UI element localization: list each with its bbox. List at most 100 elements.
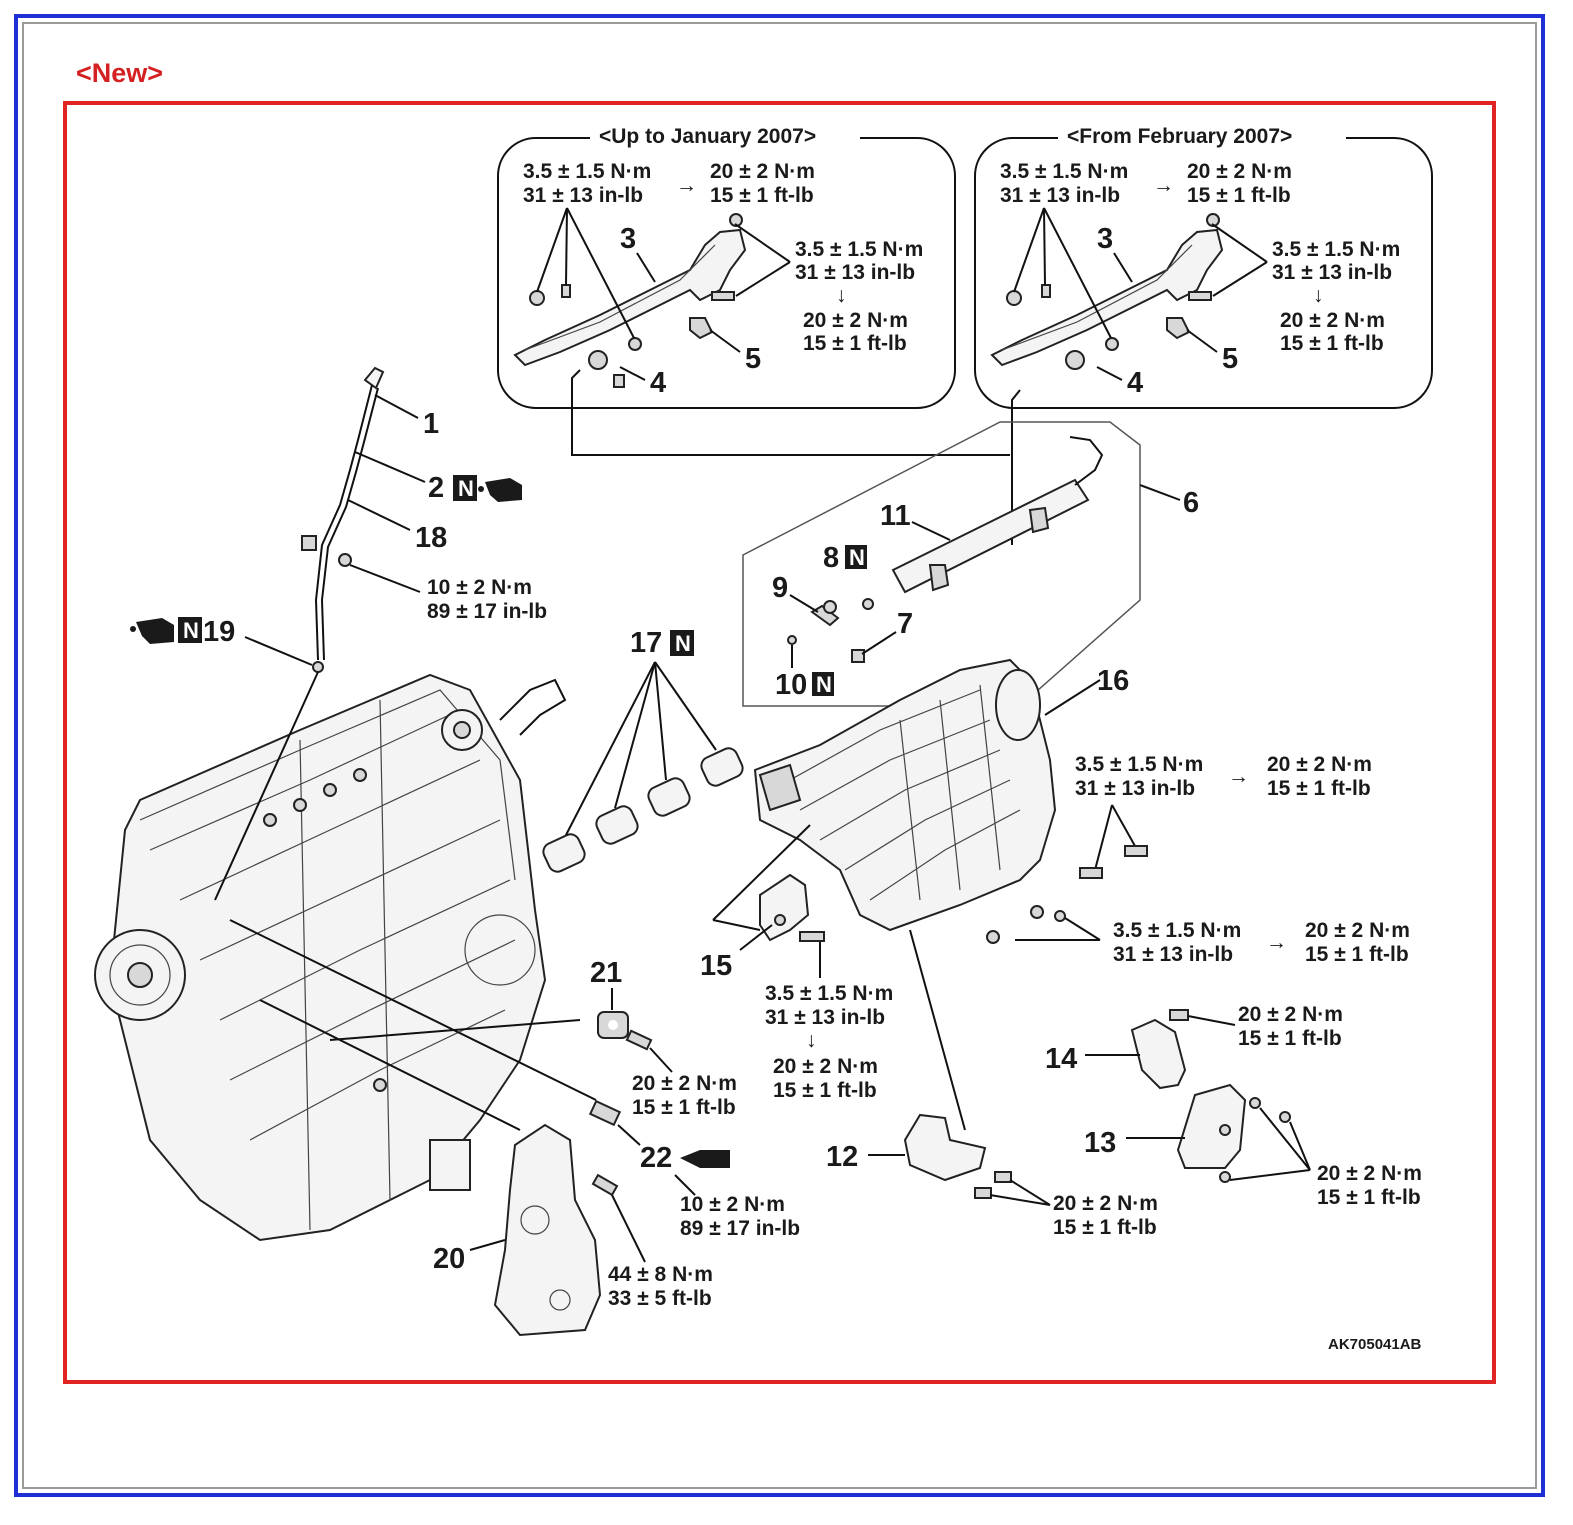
inner-frame — [22, 22, 1537, 1489]
callout-19: 19 — [203, 616, 235, 648]
inset-header-left: <Up to January 2007> — [599, 125, 816, 148]
torque-label: 31 ± 13 in-lb — [523, 184, 643, 207]
torque-label: 20 ± 2 N·m — [1267, 753, 1372, 776]
arrow-right: → — [1266, 931, 1287, 954]
bolt — [1169, 1009, 1189, 1021]
torque-label: 3.5 ± 1.5 N·m — [795, 238, 923, 261]
torque-label: 15 ± 1 ft-lb — [1280, 332, 1384, 355]
new-part-mark: N — [178, 617, 202, 643]
callout-14: 14 — [1045, 1043, 1077, 1075]
torque-label: 20 ± 2 N·m — [1053, 1192, 1158, 1215]
torque-label: 33 ± 5 ft-lb — [608, 1287, 712, 1310]
torque-label: 31 ± 13 in-lb — [1272, 261, 1392, 284]
leader-left-a — [536, 207, 568, 293]
torque-label: 20 ± 2 N·m — [773, 1055, 878, 1078]
bolt — [625, 1029, 653, 1051]
arrow-down: ↓ — [836, 284, 847, 307]
bolt — [974, 1187, 992, 1199]
torque-label: 15 ± 1 ft-lb — [632, 1096, 736, 1119]
grommet-10 — [787, 635, 797, 645]
injector-group-box — [742, 421, 1141, 707]
callout-6: 6 — [1183, 487, 1199, 519]
torque-label: 31 ± 13 in-lb — [1075, 777, 1195, 800]
callout-3: 3 — [620, 223, 636, 255]
torque-label: 15 ± 1 ft-lb — [1305, 943, 1409, 966]
diagram-border — [63, 101, 1496, 1384]
torque-label: 20 ± 2 N·m — [710, 160, 815, 183]
gasket-17 — [542, 747, 744, 873]
callout-20: 20 — [433, 1243, 465, 1275]
new-part-mark: N — [812, 672, 834, 697]
bolt — [994, 1171, 1012, 1183]
torque-label: 20 ± 2 N·m — [1280, 309, 1385, 332]
clip-7 — [851, 649, 865, 663]
inset-link-line-right — [1011, 389, 1021, 545]
o-ring-8 — [862, 598, 874, 610]
callout-10: 10 — [775, 669, 807, 701]
fuel-rail-11 — [891, 436, 1104, 594]
arrow-down: ↓ — [806, 1029, 817, 1052]
torque-label: 89 ± 17 in-lb — [427, 600, 547, 623]
bolt — [1219, 1171, 1231, 1183]
inset-header-bg-left — [590, 122, 860, 150]
torque-label: 15 ± 1 ft-lb — [1238, 1027, 1342, 1050]
bolt — [986, 930, 1000, 944]
torque-label: 3.5 ± 1.5 N·m — [1272, 238, 1400, 261]
torque-label: 15 ± 1 ft-lb — [1053, 1216, 1157, 1239]
arrow-right: → — [1153, 174, 1174, 197]
torque-label: 20 ± 2 N·m — [1238, 1003, 1343, 1026]
callout-5: 5 — [745, 343, 761, 375]
bolt — [1279, 1111, 1291, 1123]
torque-label: 15 ± 1 ft-lb — [1187, 184, 1291, 207]
fuel-pipe-right — [990, 213, 1224, 370]
torque-label: 44 ± 8 N·m — [608, 1263, 713, 1286]
arrow-right: → — [676, 174, 697, 197]
torque-label: 31 ± 13 in-lb — [795, 261, 915, 284]
callout-12: 12 — [826, 1141, 858, 1173]
callout-8: 8 — [823, 542, 839, 574]
sensor-21 — [597, 1011, 629, 1039]
outer-frame — [14, 14, 1545, 1497]
bracket-14 — [1130, 1018, 1187, 1090]
callout-9: 9 — [772, 572, 788, 604]
sensor-22 — [588, 1099, 622, 1127]
callout-18: 18 — [415, 522, 447, 554]
svg-text:N: N — [675, 631, 691, 656]
torque-label: 15 ± 1 ft-lb — [803, 332, 907, 355]
injector-9 — [810, 600, 840, 627]
torque-label: 20 ± 2 N·m — [632, 1072, 737, 1095]
torque-label: 3.5 ± 1.5 N·m — [1113, 919, 1241, 942]
callout-22: 22 — [640, 1142, 672, 1174]
torque-label: 15 ± 1 ft-lb — [1317, 1186, 1421, 1209]
reference-code: AK705041AB — [1328, 1336, 1422, 1353]
callout-2: 2 — [428, 472, 444, 504]
bolt — [1124, 845, 1148, 857]
new-label: <New> — [76, 58, 164, 88]
inset-header-bg-right — [1058, 122, 1346, 150]
callout-13: 13 — [1084, 1127, 1116, 1159]
bolt — [799, 931, 825, 942]
svg-text:N: N — [183, 618, 199, 643]
bolt — [1030, 905, 1044, 919]
torque-label: 3.5 ± 1.5 N·m — [1000, 160, 1128, 183]
torque-label: 89 ± 17 in-lb — [680, 1217, 800, 1240]
torque-label: 10 ± 2 N·m — [427, 576, 532, 599]
callout-16: 16 — [1097, 665, 1129, 697]
torque-label: 15 ± 1 ft-lb — [710, 184, 814, 207]
bracket-12 — [903, 1113, 987, 1182]
callout-15: 15 — [700, 950, 732, 982]
callout-4: 4 — [650, 367, 666, 399]
callout-7: 7 — [897, 608, 913, 640]
bolt — [1079, 867, 1103, 879]
torque-label: 20 ± 2 N·m — [1317, 1162, 1422, 1185]
torque-label: 3.5 ± 1.5 N·m — [1075, 753, 1203, 776]
inset-header-right: <From February 2007> — [1067, 125, 1292, 148]
callout-17: 17 — [630, 627, 662, 659]
torque-label: 31 ± 13 in-lb — [765, 1006, 885, 1029]
torque-label: 31 ± 13 in-lb — [1000, 184, 1120, 207]
bolt — [591, 1173, 619, 1197]
torque-label: 3.5 ± 1.5 N·m — [765, 982, 893, 1005]
torque-label: 20 ± 2 N·m — [803, 309, 908, 332]
torque-label: 15 ± 1 ft-lb — [773, 1079, 877, 1102]
